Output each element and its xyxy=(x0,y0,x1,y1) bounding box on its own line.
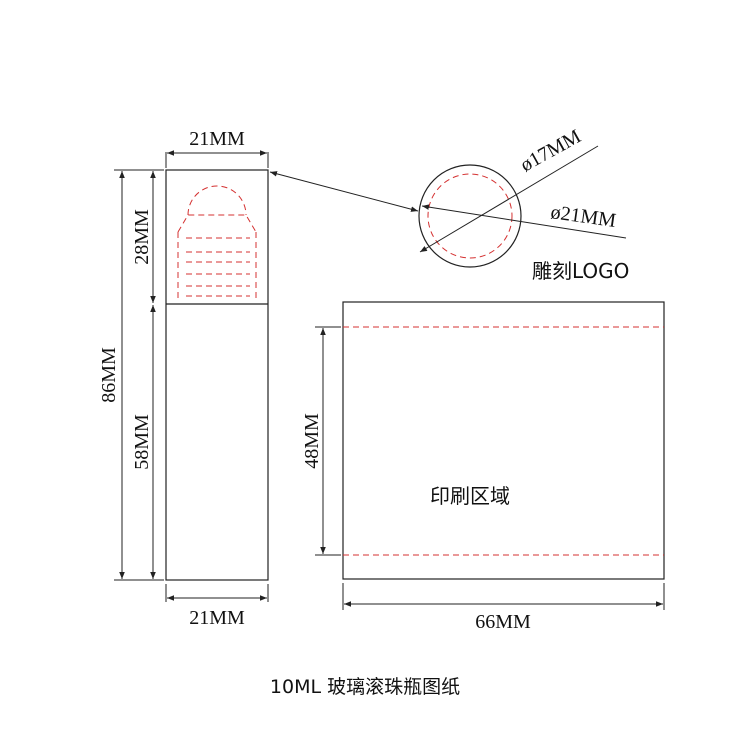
cap-height-label: 28MM xyxy=(131,209,153,265)
drawing-title: 10ML 玻璃滚珠瓶图纸 xyxy=(270,676,460,698)
dim-body-height: 58MM xyxy=(131,305,156,579)
dim-total-height: 86MM xyxy=(98,169,164,581)
dim-print-height: 48MM xyxy=(301,326,341,556)
logo-inner-circle xyxy=(427,173,513,259)
leader-line xyxy=(269,171,419,212)
dim-cap-height: 28MM xyxy=(131,171,156,303)
dim-print-width: 66MM xyxy=(342,583,665,633)
logo-outer-circle xyxy=(418,164,522,268)
bottle-view: 21MM 21MM 86MM 28MM 58MM xyxy=(98,128,269,629)
print-area-outline xyxy=(342,301,665,580)
dim-bottom-width: 21MM xyxy=(165,584,269,629)
roller-ball-guide xyxy=(177,185,257,300)
logo-caption: 雕刻LOGO xyxy=(532,259,629,283)
top-width-label: 21MM xyxy=(189,128,245,150)
print-height-label: 48MM xyxy=(301,413,323,469)
inner-diameter-line xyxy=(419,145,599,253)
total-height-label: 86MM xyxy=(98,347,120,403)
bottle-outline xyxy=(165,169,269,581)
print-area-caption: 印刷区域 xyxy=(430,484,510,508)
bottom-width-label: 21MM xyxy=(189,607,245,629)
logo-detail: ø17MM ø21MM 雕刻LOGO xyxy=(269,125,629,283)
outer-diameter-line xyxy=(421,204,627,239)
print-width-label: 66MM xyxy=(475,611,531,633)
print-area-view: 印刷区域 48MM 66MM xyxy=(301,301,665,633)
inner-diameter-label: ø17MM xyxy=(517,125,585,176)
body-height-label: 58MM xyxy=(131,414,153,470)
dim-top-width: 21MM xyxy=(165,128,269,168)
